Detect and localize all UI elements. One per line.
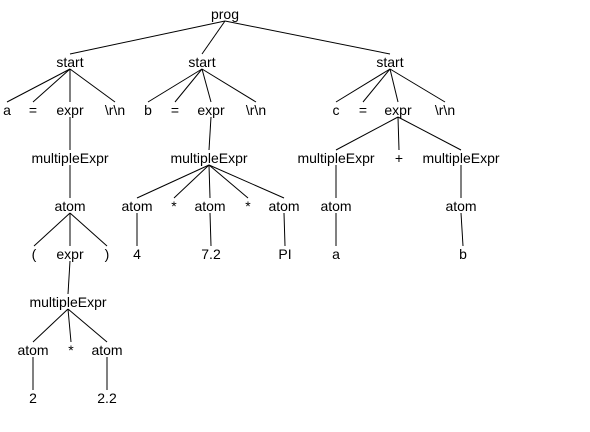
tree-edge	[32, 308, 69, 343]
tree-node-a: a	[3, 102, 11, 118]
tree-edge	[67, 308, 108, 343]
tree-edge	[201, 20, 226, 55]
tree-node-b: b	[144, 102, 152, 118]
tree-node-equals: =	[29, 102, 37, 118]
tree-edge	[32, 68, 71, 103]
tree-edge	[283, 212, 286, 247]
tree-edge	[335, 116, 399, 151]
tree-node-equals: =	[359, 102, 367, 118]
tree-edge	[397, 116, 400, 151]
tree-node-times: *	[68, 342, 74, 358]
tree-node-b: b	[459, 246, 467, 262]
tree-edge	[335, 68, 391, 103]
tree-node-atom: atom	[194, 198, 225, 214]
tree-edge	[389, 68, 399, 103]
tree-node-4: 4	[133, 246, 141, 262]
tree-edge	[208, 164, 249, 199]
tree-node-times: *	[171, 198, 177, 214]
tree-node-2: 2	[29, 390, 37, 406]
tree-edge	[208, 116, 212, 151]
edge-layer	[6, 20, 464, 390]
tree-node-2-2: 2.2	[97, 390, 117, 406]
tree-node-expr: expr	[384, 102, 412, 118]
tree-edge	[6, 68, 71, 103]
tree-node-multipleexpr: multipleExpr	[170, 150, 247, 166]
tree-edge	[69, 68, 116, 103]
node-layer: prog start a = expr multipleExpr atom ( expr mult…	[3, 6, 500, 406]
tree-node-a: a	[332, 246, 340, 262]
tree-node-multipleexpr: multipleExpr	[422, 150, 499, 166]
tree-node-start: start	[376, 54, 403, 70]
tree-edge	[69, 20, 226, 55]
tree-node-multipleexpr: multipleExpr	[297, 150, 374, 166]
tree-node-7-2: 7.2	[201, 246, 221, 262]
tree-edge	[201, 68, 257, 103]
tree-edge	[460, 212, 464, 247]
tree-node-times: *	[245, 198, 251, 214]
tree-node-atom: atom	[121, 198, 152, 214]
tree-node-expr: expr	[197, 102, 225, 118]
tree-edge	[69, 212, 108, 247]
tree-edge	[209, 212, 212, 247]
tree-edge	[397, 116, 462, 151]
tree-edge	[389, 68, 446, 103]
tree-node-plus: +	[395, 150, 403, 166]
tree-edge	[147, 68, 203, 103]
tree-node-multipleexpr: multipleExpr	[29, 294, 106, 310]
tree-node-start: start	[56, 54, 83, 70]
tree-node-newline: \r\n	[246, 102, 266, 118]
tree-node-pi: PI	[278, 246, 291, 262]
tree-edge	[67, 308, 72, 343]
tree-node-multipleexpr: multipleExpr	[31, 150, 108, 166]
tree-node-newline: \r\n	[105, 102, 125, 118]
tree-node-c: c	[333, 102, 340, 118]
tree-edge	[362, 68, 391, 103]
tree-edge	[33, 212, 71, 247]
tree-edge	[173, 164, 210, 199]
tree-node-expr: expr	[56, 246, 84, 262]
tree-node-lparen: (	[32, 246, 37, 262]
tree-node-start: start	[188, 54, 215, 70]
tree-node-atom: atom	[268, 198, 299, 214]
tree-edge	[67, 260, 71, 295]
tree-node-newline: \r\n	[435, 102, 455, 118]
tree-node-atom: atom	[91, 342, 122, 358]
tree-edge	[224, 20, 391, 55]
tree-node-atom: atom	[54, 198, 85, 214]
tree-edge	[208, 164, 211, 199]
tree-node-equals: =	[171, 102, 179, 118]
tree-edge	[208, 164, 285, 199]
tree-edge	[136, 164, 210, 199]
tree-node-atom: atom	[445, 198, 476, 214]
tree-edge	[174, 68, 203, 103]
tree-node-prog: prog	[211, 6, 239, 22]
tree-node-atom: atom	[320, 198, 351, 214]
tree-node-expr: expr	[56, 102, 84, 118]
tree-node-rparen: )	[105, 246, 110, 262]
tree-node-atom: atom	[17, 342, 48, 358]
tree-edge	[201, 68, 212, 103]
